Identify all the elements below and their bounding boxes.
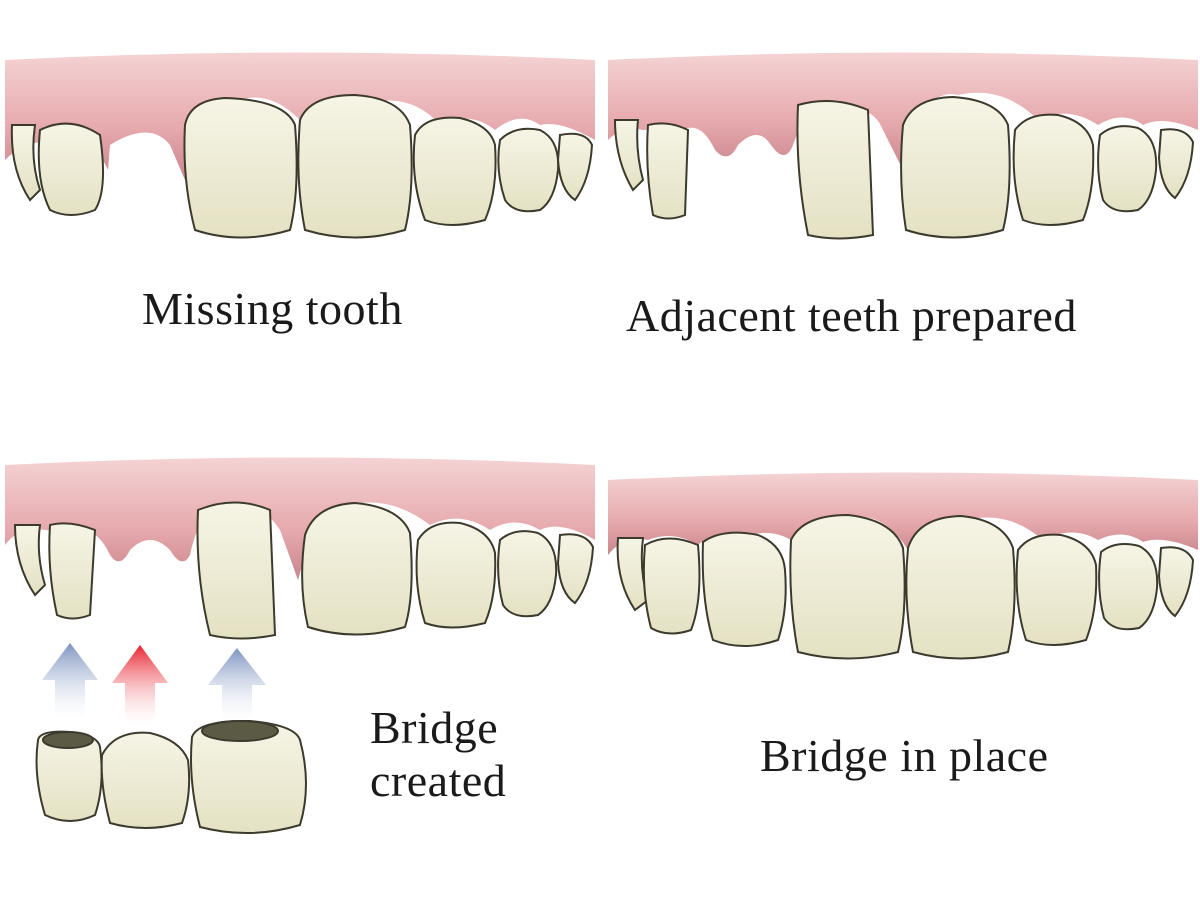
pontic [100, 731, 191, 829]
panel-adjacent-teeth-prepared [603, 50, 1200, 250]
panel-bridge-created [0, 455, 600, 845]
tooth [613, 119, 645, 192]
caption-bridge-in-place: Bridge in place [760, 730, 1049, 781]
tooth [13, 524, 47, 597]
tooth [1157, 128, 1195, 200]
caption-bridge-created: Bridge created [370, 702, 506, 808]
caption-line: Bridge [370, 702, 499, 753]
tooth [10, 124, 42, 202]
bridge-created-illustration [5, 457, 595, 835]
arrow-icon [112, 645, 168, 725]
tooth [556, 533, 595, 605]
tooth [297, 93, 413, 239]
prepared-tooth [646, 122, 690, 220]
tooth [900, 95, 1011, 239]
tooth [497, 530, 558, 618]
tooth [412, 116, 497, 226]
prepared-tooth [196, 501, 277, 640]
tooth [642, 537, 701, 635]
tooth [556, 132, 594, 202]
arrow-icon [208, 648, 266, 720]
tooth [1097, 125, 1158, 213]
tooth [1015, 533, 1098, 646]
adjacent-teeth-prepared-illustration [608, 52, 1198, 240]
tooth [183, 96, 298, 239]
crown-opening [201, 720, 279, 742]
gum [5, 52, 595, 180]
crown-opening [42, 731, 94, 749]
panel-bridge-in-place [603, 470, 1200, 680]
bridge [35, 719, 307, 835]
tooth [415, 521, 497, 629]
tooth [497, 127, 560, 213]
tooth [301, 501, 413, 636]
missing-tooth-illustration [5, 52, 595, 239]
bridge-in-place-illustration [608, 472, 1198, 660]
tooth [37, 122, 104, 216]
prepared-tooth [796, 100, 875, 240]
tooth [701, 531, 787, 647]
arrow-icon [42, 643, 98, 720]
gum [608, 52, 1198, 170]
tooth [1098, 543, 1159, 631]
tooth [1012, 113, 1095, 226]
panel-missing-tooth [0, 50, 600, 260]
caption-line: created [370, 754, 507, 806]
prepared-tooth [48, 522, 97, 620]
tooth [1157, 546, 1195, 618]
gum [5, 457, 595, 580]
gum [608, 472, 1198, 555]
tooth [905, 514, 1016, 660]
tooth [616, 537, 650, 612]
tooth [789, 513, 906, 660]
caption-adjacent-teeth-prepared: Adjacent teeth prepared [626, 290, 1077, 341]
caption-missing-tooth: Missing tooth [142, 283, 403, 334]
